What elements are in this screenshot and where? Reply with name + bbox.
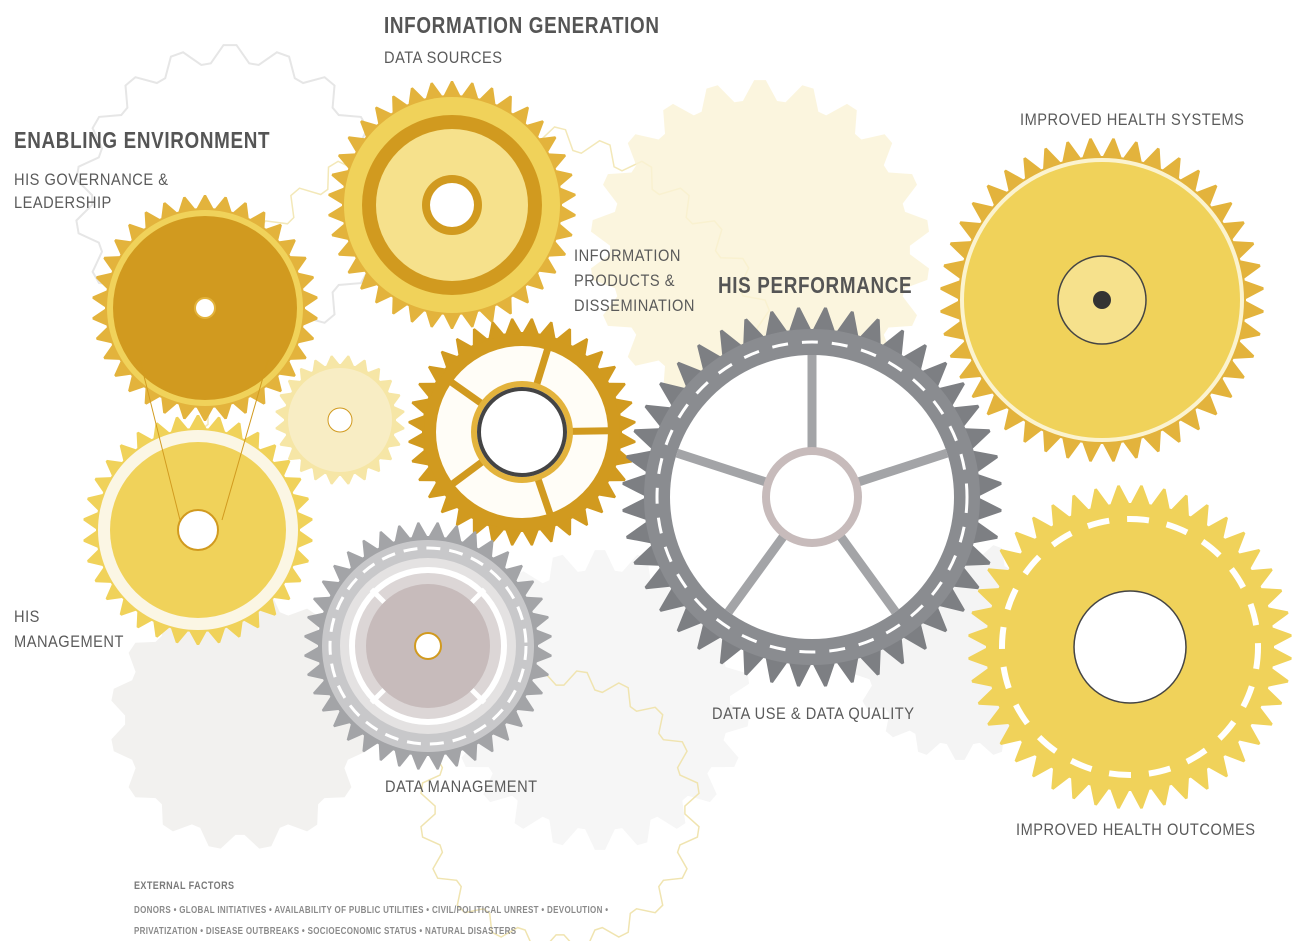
gear-spoke <box>532 346 552 388</box>
external-factors-line-2: PRIVATIZATION • DISEASE OUTBREAKS • SOCI… <box>134 926 517 937</box>
external-factors-title: EXTERNAL FACTORS <box>134 880 235 892</box>
gear-hub <box>414 632 442 660</box>
foreground-gears <box>83 81 1292 809</box>
label-his-management-1: HIS <box>14 607 40 626</box>
gear-dashed-ring <box>999 516 1261 778</box>
gear-hub <box>762 447 862 547</box>
label-his-management-2: MANAGEMENT <box>14 632 124 651</box>
ghost-gear-outline <box>420 670 700 946</box>
gear-belt-line <box>139 359 181 521</box>
gear-spoke <box>534 476 554 517</box>
gear-belt-line <box>221 359 269 521</box>
label-his-governance-1: HIS GOVERNANCE & <box>14 170 169 189</box>
gear-spoke <box>675 448 770 488</box>
gear-spoke <box>369 587 386 604</box>
gear-spoke <box>854 448 949 488</box>
external-factors-line-1: DONORS • GLOBAL INITIATIVES • AVAILABILI… <box>134 905 609 916</box>
label-info-products-3: DISSEMINATION <box>574 296 695 315</box>
gear-spoke <box>448 378 485 408</box>
label-data-management: DATA MANAGEMENT <box>385 777 538 796</box>
label-info-products-2: PRODUCTS & <box>574 271 676 290</box>
label-improved-health-outcomes: IMPROVED HEALTH OUTCOMES <box>1016 820 1256 839</box>
gear-dashed-ring <box>655 340 969 654</box>
label-improved-health-systems: IMPROVED HEALTH SYSTEMS <box>1020 110 1245 129</box>
gear-hub <box>1073 590 1187 704</box>
gear-spoke <box>449 457 486 488</box>
ghost-gear-fill <box>111 591 369 849</box>
gear-hub <box>430 183 474 227</box>
gear-hub <box>1093 291 1111 309</box>
gear-dashed-ring <box>328 546 528 746</box>
gear-spoke <box>369 688 386 705</box>
gear-hub <box>477 387 567 477</box>
gear-spoke <box>835 531 900 615</box>
gear-spoke <box>470 688 487 705</box>
label-data-sources: DATA SOURCES <box>384 48 503 67</box>
gear-hub <box>177 509 219 551</box>
heading-information-generation: INFORMATION GENERATION <box>384 12 660 38</box>
gear-spoke <box>724 531 789 615</box>
gear-spoke <box>569 427 611 435</box>
heading-his-performance: HIS PERFORMANCE <box>718 272 913 298</box>
label-his-governance-2: LEADERSHIP <box>14 193 112 212</box>
label-data-use-quality: DATA USE & DATA QUALITY <box>712 704 915 723</box>
gear-spoke <box>470 587 487 604</box>
label-info-products-1: INFORMATION <box>574 246 681 265</box>
heading-enabling-environment: ENABLING ENVIRONMENT <box>14 127 271 153</box>
gear-hub <box>327 407 353 433</box>
gear-hub <box>194 297 216 319</box>
